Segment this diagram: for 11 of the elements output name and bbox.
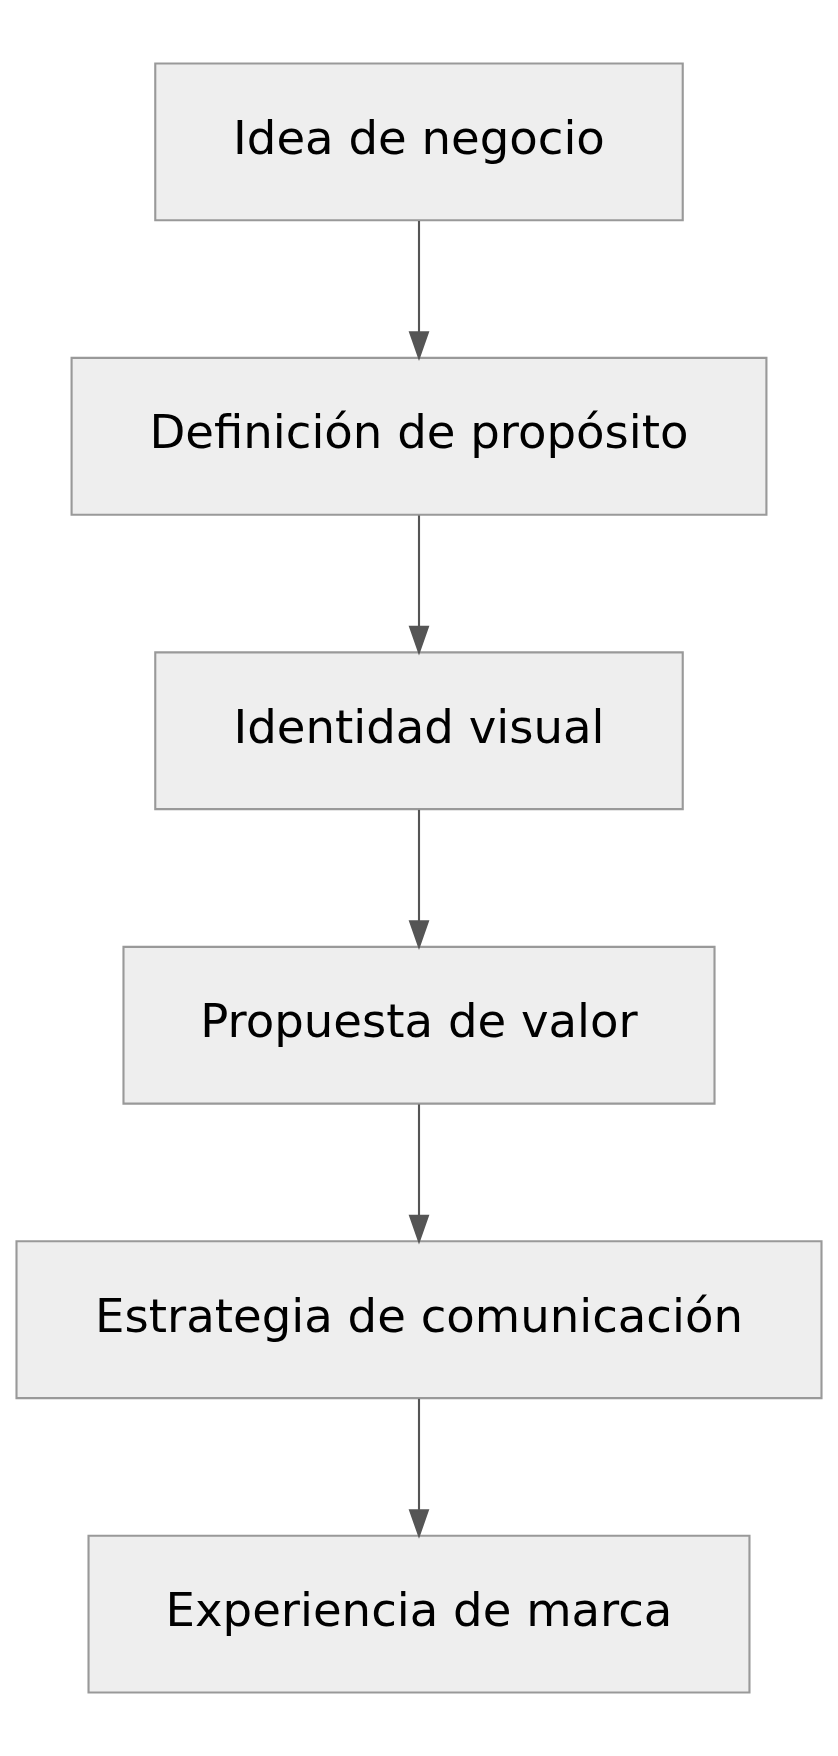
arrow [408,515,430,656]
arrow [408,809,430,950]
node-box: Definición de propósito [70,356,768,516]
arrow [408,1398,430,1539]
node-box: Identidad visual [154,651,684,811]
arrow [408,1104,430,1245]
node-box: Experiencia de marca [87,1534,751,1694]
arrow [408,221,430,362]
node-box: Idea de negocio [154,62,684,222]
node-box: Estrategia de comunicación [15,1240,823,1400]
node-box: Propuesta de valor [122,945,716,1105]
